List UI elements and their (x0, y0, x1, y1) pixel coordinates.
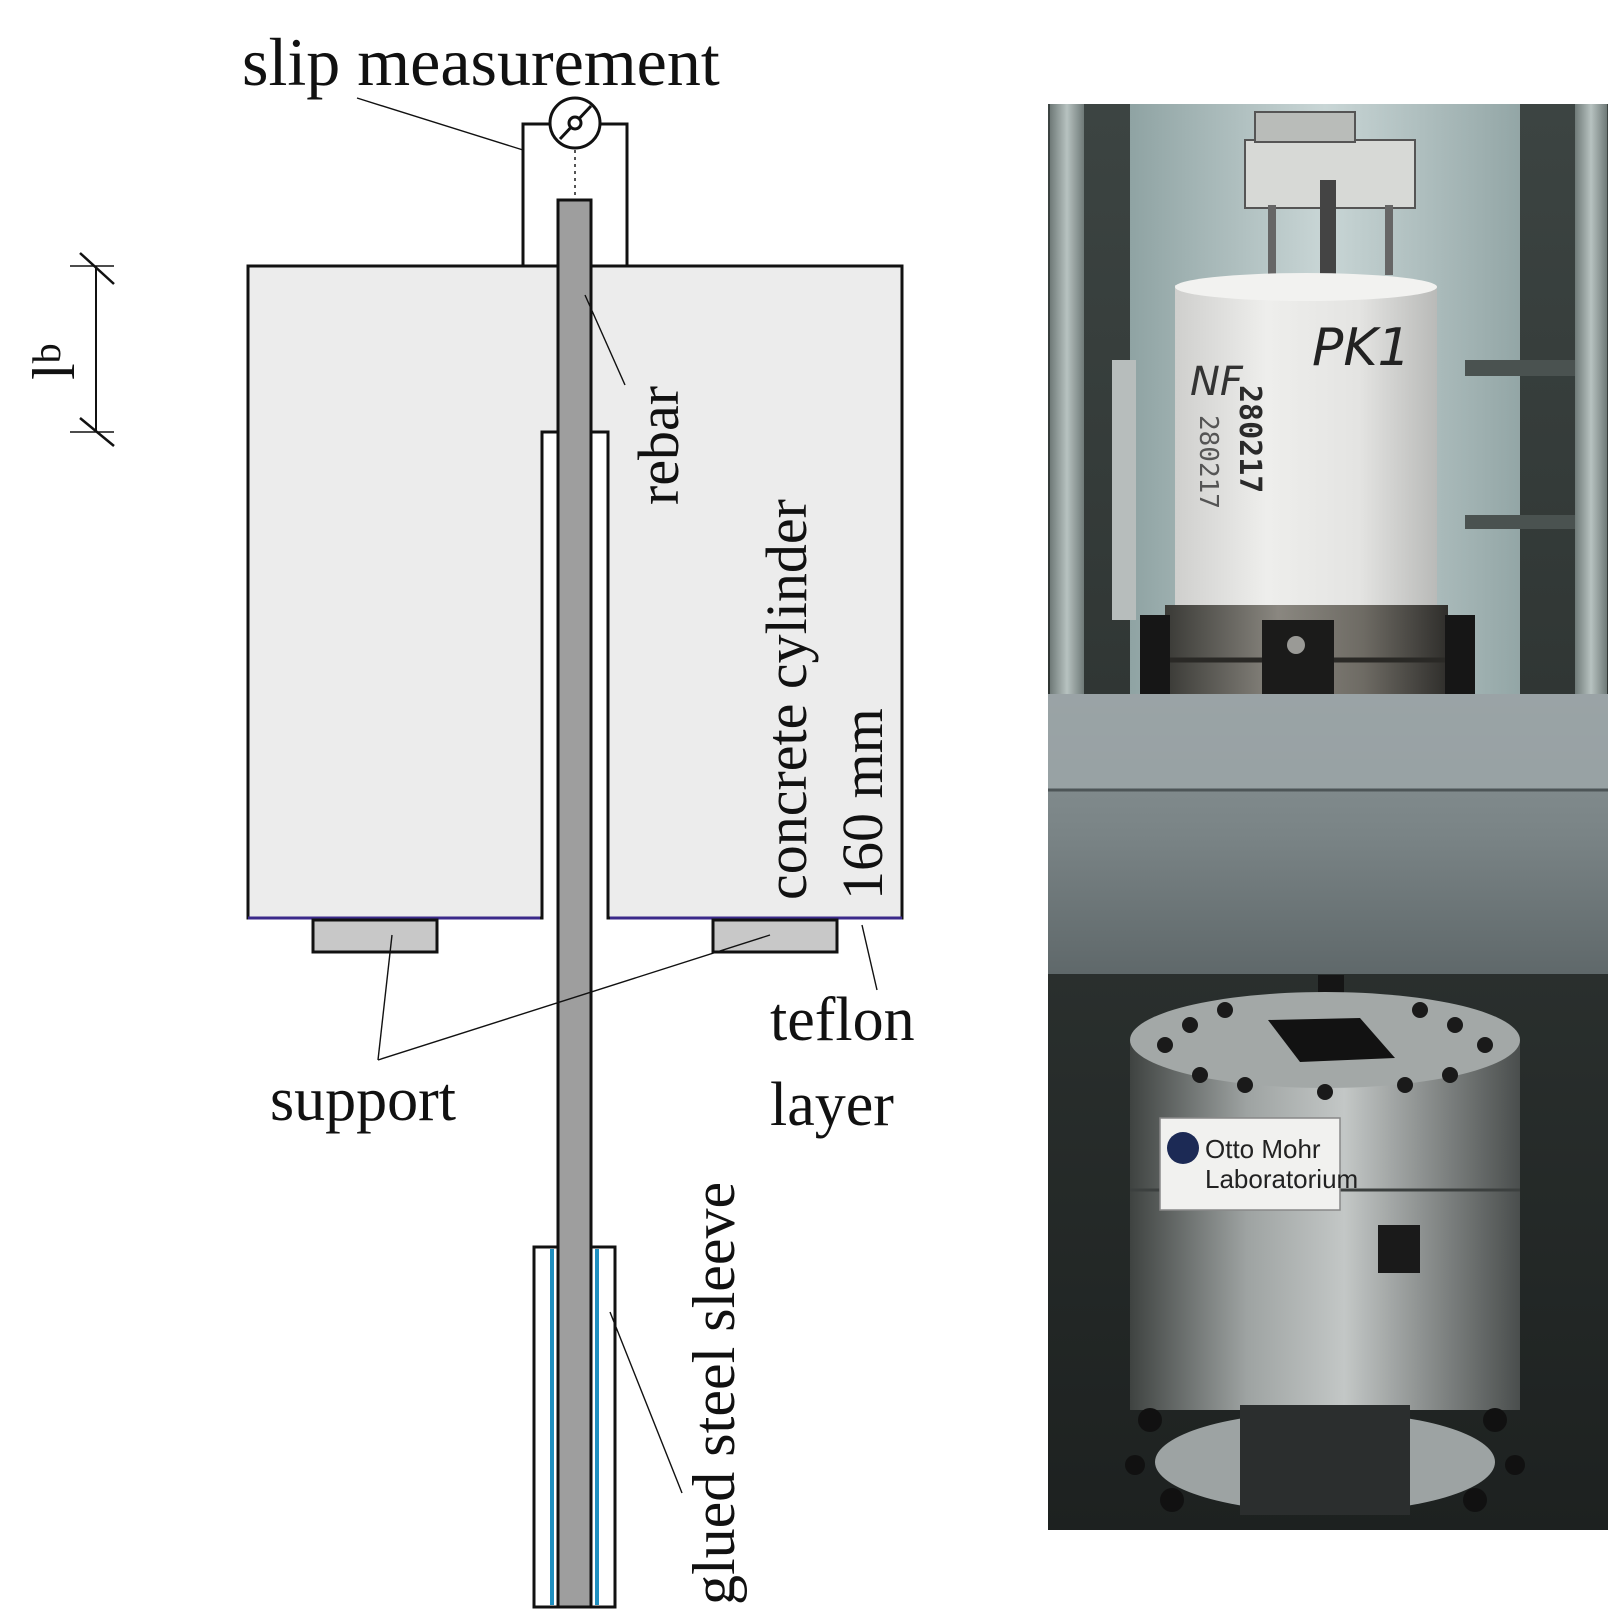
photo-specimen-number-2: 280217 (1193, 415, 1223, 509)
support-label: support (270, 1066, 456, 1134)
photo-frame-leg-left (1268, 205, 1276, 275)
photo-rack-post (1112, 360, 1136, 620)
rebar-bar (556, 198, 593, 1609)
support-leader-right (377, 934, 771, 1061)
photo-base-column (1240, 1405, 1410, 1515)
glued-steel-sleeve-label: glued steel sleeve (681, 1182, 747, 1605)
photo-gauge-stem (1320, 180, 1336, 275)
photo-threaded-rod-right (1575, 104, 1607, 694)
photo-badge-logo (1167, 1132, 1199, 1164)
bond-length-label: lb (21, 343, 87, 380)
rebar-leader-line (584, 294, 626, 386)
support-leader-left (377, 934, 393, 1061)
photo-badge-line-2: Laboratorium (1205, 1164, 1358, 1194)
slip-measurement-label: slip measurement (242, 24, 720, 100)
dimension-arrow-icon (70, 252, 115, 447)
dimension-label: 160 mm (830, 708, 895, 900)
slip-leader-line (356, 97, 524, 151)
photo-hydraulic-jack (1130, 1040, 1520, 1410)
photo-cylinder-top (1175, 273, 1437, 301)
concrete-cylinder-label: concrete cylinder (754, 499, 819, 900)
support-left (311, 918, 439, 954)
teflon-label: teflon (770, 986, 915, 1054)
photo-jack-slot (1378, 1225, 1420, 1273)
rebar-label: rebar (626, 386, 691, 505)
dial-gauge-icon (548, 96, 602, 150)
photo-frame-leg-right (1385, 205, 1393, 275)
photo-specimen-number-1: 280217 (1232, 385, 1267, 493)
photo-concrete-cylinder (1175, 285, 1437, 605)
test-setup-photo: PK1 NF 280217 280217 Otto (1048, 104, 1608, 1530)
photo-marking-nf: NF (1190, 359, 1244, 405)
photo-threaded-rod-left (1050, 104, 1084, 694)
photo-clamp-bolt-top (1287, 636, 1305, 654)
sleeve-leader-line (609, 1311, 683, 1494)
photo-marking-pk1: PK1 (1312, 318, 1411, 378)
photo-jack-holes (1157, 1002, 1493, 1100)
photo-frame-clamp (1254, 111, 1356, 143)
photo-shelf-2 (1465, 515, 1575, 529)
photo-lab-badge (1159, 1117, 1341, 1211)
photo-jack-opening (1268, 1018, 1395, 1062)
teflon-leader-line (861, 924, 878, 991)
schematic-drawing: lb slip measurement rebar concrete cylin… (21, 24, 915, 1609)
photo-plate-top-face (1048, 694, 1608, 789)
layer-label: layer (770, 1071, 894, 1139)
photo-floor-bolts (1125, 1408, 1525, 1512)
photo-shelf-1 (1465, 360, 1575, 376)
photo-badge-line-1: Otto Mohr (1205, 1134, 1321, 1164)
